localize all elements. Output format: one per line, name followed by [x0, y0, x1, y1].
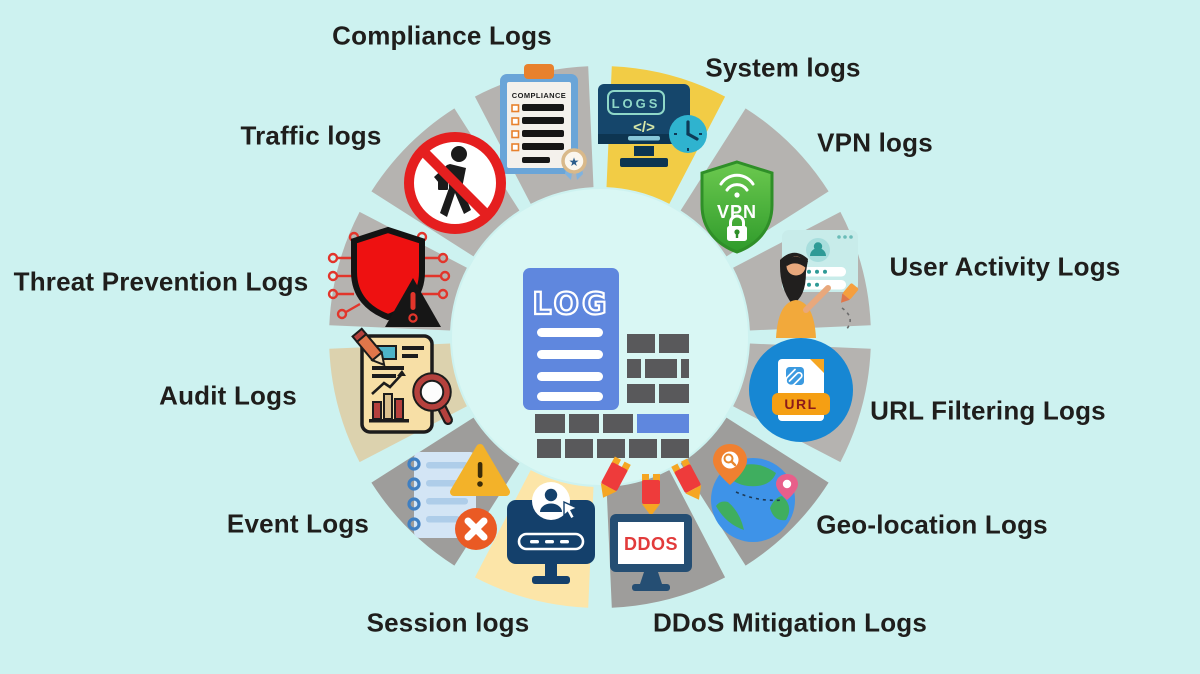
event-notepad-alert-icon — [407, 444, 510, 550]
system-code-text: </> — [633, 119, 655, 136]
pink-pin-icon — [776, 474, 798, 500]
label-user-activity-logs: User Activity Logs — [889, 251, 1121, 282]
certified-seal: ★ — [561, 148, 587, 180]
ddos-screen-text: DDOS — [624, 534, 678, 554]
clock-icon — [669, 115, 707, 153]
log-document-title: LOG — [532, 287, 609, 322]
label-traffic-logs: Traffic logs — [240, 120, 382, 151]
label-vpn-logs: VPN logs — [817, 127, 933, 158]
paperclip-icon — [785, 368, 803, 387]
folded-corner — [810, 359, 824, 373]
label-compliance-logs: Compliance Logs — [332, 20, 552, 51]
firewall-highlight-brick — [637, 414, 689, 433]
missile-icon — [600, 456, 631, 498]
dashed-trail — [841, 307, 851, 331]
no-pedestrian-sign-icon — [404, 132, 506, 234]
bar-chart — [369, 370, 409, 423]
compliance-title: COMPLIANCE — [512, 91, 566, 100]
globe-location-pins-icon — [711, 444, 798, 542]
woman-figure — [776, 252, 831, 338]
pencil-icon — [351, 327, 386, 367]
log-document-firewall-icon: LOG — [523, 268, 689, 458]
pencil-tag-icon — [841, 283, 859, 303]
warning-triangle-icon — [450, 444, 510, 496]
avatar — [806, 238, 830, 262]
label-geo-location-logs: Geo-location Logs — [816, 509, 1048, 540]
wifi-icon — [719, 173, 755, 192]
label-ddos-mitigation-logs: DDoS Mitigation Logs — [652, 607, 928, 638]
label-session-logs: Session logs — [366, 607, 530, 638]
system-screen-text: LOGS — [612, 96, 661, 111]
spiral-rings — [407, 457, 421, 531]
url-document-icon: URL — [749, 338, 853, 442]
compliance-clipboard-icon: COMPLIANCE ★ — [500, 64, 587, 180]
url-pill-text: URL — [784, 396, 817, 412]
label-audit-logs: Audit Logs — [159, 380, 297, 411]
user-activity-screen-icon — [776, 230, 859, 338]
label-threat-prevention-logs: Threat Prevention Logs — [13, 266, 309, 297]
session-monitor-user-icon — [507, 482, 595, 584]
audit-document-magnifier-icon — [351, 327, 453, 434]
checklist-rows — [511, 104, 564, 163]
orange-pin-icon — [713, 444, 747, 485]
svg-text:★: ★ — [569, 155, 580, 169]
magnifier-icon — [412, 372, 453, 425]
prohibition-slash — [418, 146, 492, 220]
firewall-bricks — [535, 334, 689, 458]
label-url-filtering-logs: URL Filtering Logs — [870, 395, 1106, 426]
missile-icon — [642, 474, 660, 516]
vpn-shield-icon: VPN — [700, 160, 774, 254]
ddos-monitor-missiles-icon: DDOS — [600, 456, 702, 591]
padlock-icon — [727, 214, 747, 241]
clipboard-clip — [524, 64, 554, 79]
label-event-logs: Event Logs — [226, 508, 370, 539]
label-system-logs: System logs — [705, 52, 861, 83]
circuit-lines — [327, 231, 451, 320]
warning-triangle-icon — [385, 278, 441, 327]
system-monitor-logs-icon: LOGS </> — [598, 84, 707, 167]
missile-icon — [671, 458, 702, 500]
route-line — [735, 491, 783, 502]
cursor-arrow-icon — [563, 500, 579, 520]
vpn-shield-text: VPN — [717, 202, 757, 222]
threat-shield-alert-icon — [327, 226, 451, 327]
error-x-icon — [455, 508, 497, 550]
